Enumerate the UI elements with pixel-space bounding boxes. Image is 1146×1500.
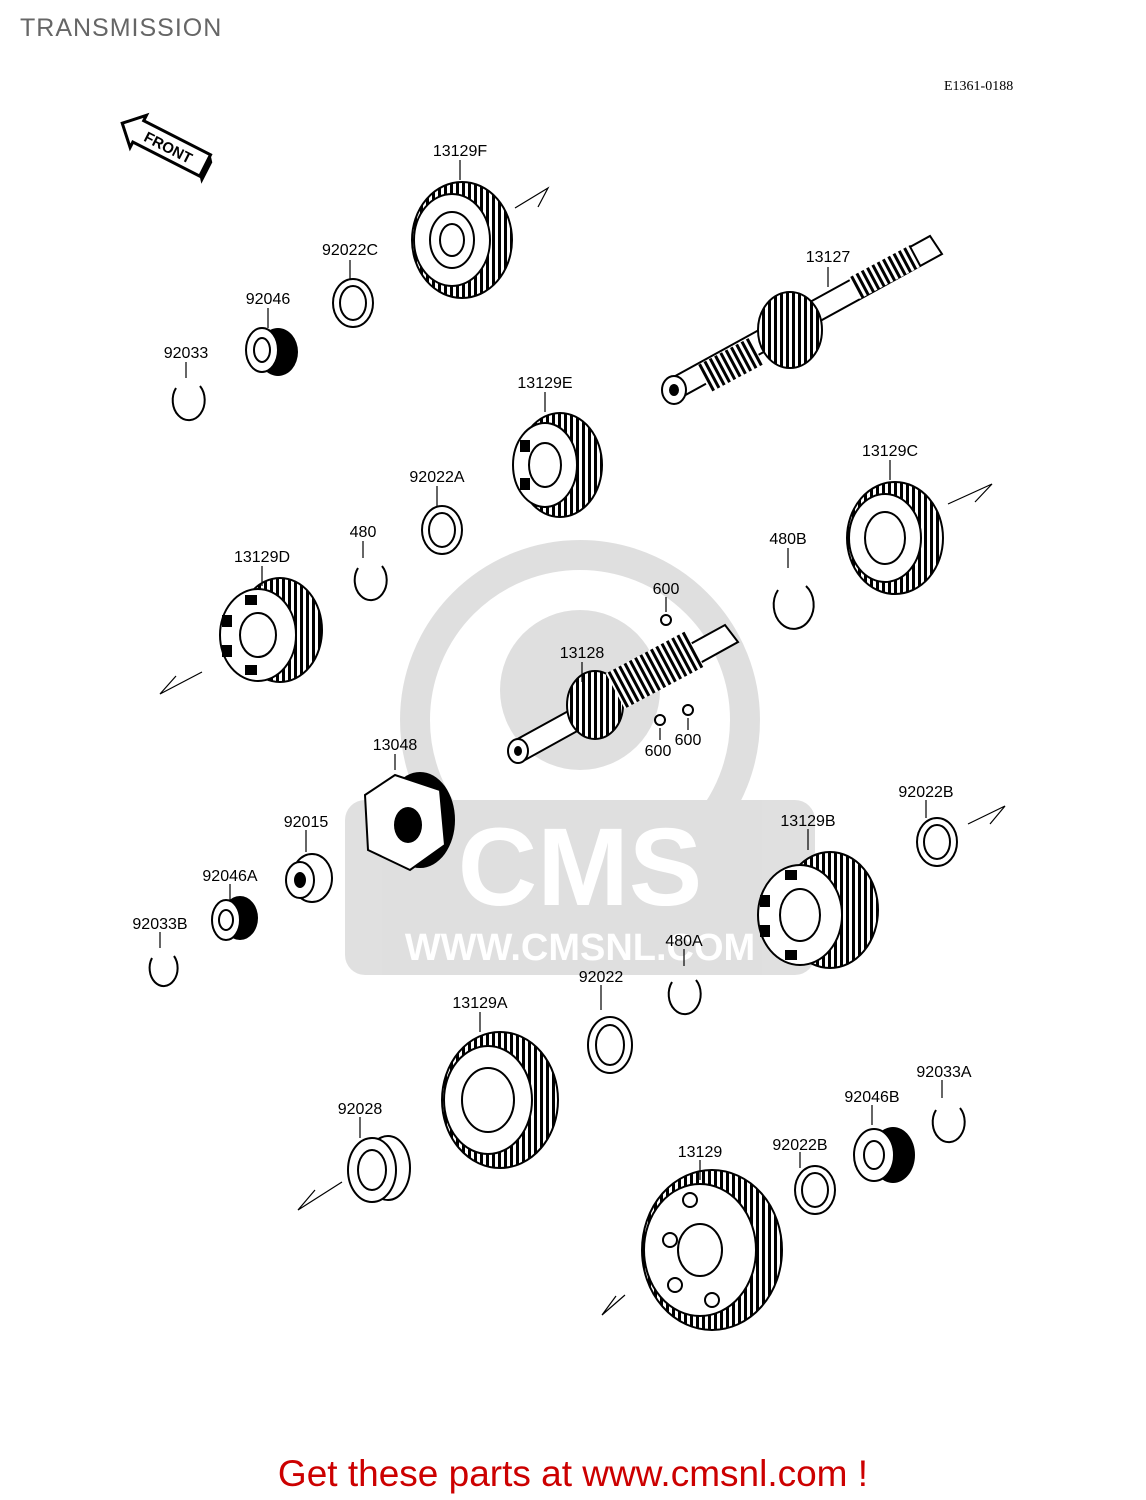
nut-92015 xyxy=(285,853,333,903)
label-92015: 92015 xyxy=(284,814,329,831)
gear-13129F xyxy=(411,181,513,299)
label-92046A: 92046A xyxy=(202,868,257,885)
washer-92022B-upper xyxy=(916,817,958,867)
label-92033A: 92033A xyxy=(916,1064,971,1081)
washer-92022C xyxy=(332,278,374,328)
label-92022C: 92022C xyxy=(322,242,378,259)
label-13129F: 13129F xyxy=(433,143,487,160)
label-13129B: 13129B xyxy=(780,813,835,830)
circlip-92033B xyxy=(148,955,179,988)
watermark-brand: CMS xyxy=(458,806,702,929)
shaft-13127 xyxy=(661,234,944,405)
circlip-480 xyxy=(353,565,388,602)
gear-13129E xyxy=(512,412,603,518)
label-600-left: 600 xyxy=(645,743,672,760)
gear-13129B xyxy=(757,851,879,969)
washer-92022B-lower xyxy=(794,1165,836,1215)
footer-link[interactable]: Get these parts at www.cmsnl.com ! xyxy=(277,1453,869,1494)
label-92033B: 92033B xyxy=(132,916,187,933)
label-13129D: 13129D xyxy=(234,549,290,566)
circlip-480A xyxy=(667,979,702,1016)
needle-bearing-92046A xyxy=(211,896,258,941)
gear-13129C xyxy=(846,481,944,595)
watermark-logo: CMS WWW.CMSNL.COM xyxy=(345,540,815,975)
label-480B: 480B xyxy=(769,531,806,548)
label-13128: 13128 xyxy=(560,645,605,662)
label-92022B-lower: 92022B xyxy=(772,1137,827,1154)
label-92033: 92033 xyxy=(164,345,209,362)
diagram-title: TRANSMISSION xyxy=(20,14,223,42)
label-13129E: 13129E xyxy=(517,375,572,392)
label-13127: 13127 xyxy=(806,249,851,266)
needle-bearing-92046 xyxy=(245,327,298,376)
gear-13129 xyxy=(641,1169,783,1331)
circlip-92033A xyxy=(931,1107,966,1144)
front-arrow-icon: FRONT xyxy=(120,112,213,184)
collar-92028 xyxy=(347,1135,411,1203)
label-92046: 92046 xyxy=(246,291,291,308)
label-600-right: 600 xyxy=(675,732,702,749)
label-480A: 480A xyxy=(665,933,703,950)
label-13129A: 13129A xyxy=(452,995,507,1012)
label-600-top: 600 xyxy=(653,581,680,598)
washer-92022A xyxy=(421,505,463,555)
label-92022: 92022 xyxy=(579,969,624,986)
label-13048: 13048 xyxy=(373,737,418,754)
gear-13129D xyxy=(219,577,323,683)
shaft-13128 xyxy=(507,623,740,764)
ball-600-left xyxy=(654,714,666,726)
washer-92022 xyxy=(587,1016,633,1074)
label-92022B-upper: 92022B xyxy=(898,784,953,801)
label-13129: 13129 xyxy=(678,1144,723,1161)
label-480: 480 xyxy=(350,524,377,541)
circlip-480B xyxy=(772,585,815,630)
watermark-url: WWW.CMSNL.COM xyxy=(405,927,755,969)
label-92028: 92028 xyxy=(338,1101,383,1118)
diagram-code: E1361-0188 xyxy=(944,79,1014,94)
gear-13129A xyxy=(441,1031,559,1169)
drum-13048 xyxy=(363,772,455,872)
label-92046B: 92046B xyxy=(844,1089,899,1106)
label-92022A: 92022A xyxy=(409,469,464,486)
needle-bearing-92046B xyxy=(853,1127,915,1183)
label-13129C: 13129C xyxy=(862,443,918,460)
circlip-92033 xyxy=(171,385,206,422)
ball-600-right xyxy=(682,704,694,716)
ball-600-top xyxy=(660,614,672,626)
